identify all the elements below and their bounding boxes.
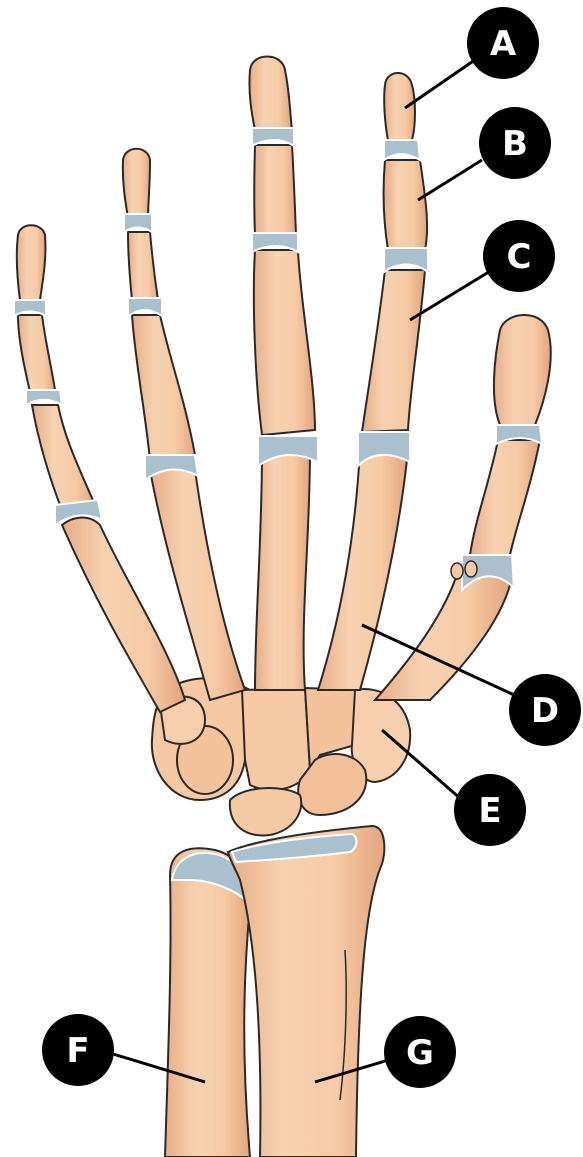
radius-bone <box>228 826 384 1157</box>
label-badge-e: E <box>454 774 526 846</box>
leader-line-a <box>405 55 482 108</box>
label-badge-a: A <box>467 7 539 79</box>
label-f: F <box>66 1031 89 1071</box>
label-badge-b: B <box>479 107 551 179</box>
label-b: B <box>502 124 528 164</box>
carpal-bones <box>152 678 410 835</box>
ulna-bone <box>165 848 250 1157</box>
label-badge-g: G <box>384 1016 456 1088</box>
label-badge-c: C <box>483 220 555 292</box>
label-c: C <box>507 237 532 277</box>
label-g: G <box>406 1033 434 1073</box>
label-badge-f: F <box>42 1014 114 1086</box>
label-a: A <box>490 24 517 64</box>
label-badge-d: D <box>509 674 581 746</box>
leader-line-b <box>418 160 482 200</box>
label-d: D <box>531 691 559 731</box>
label-e: E <box>478 791 501 831</box>
metacarpal-bones <box>62 442 510 712</box>
